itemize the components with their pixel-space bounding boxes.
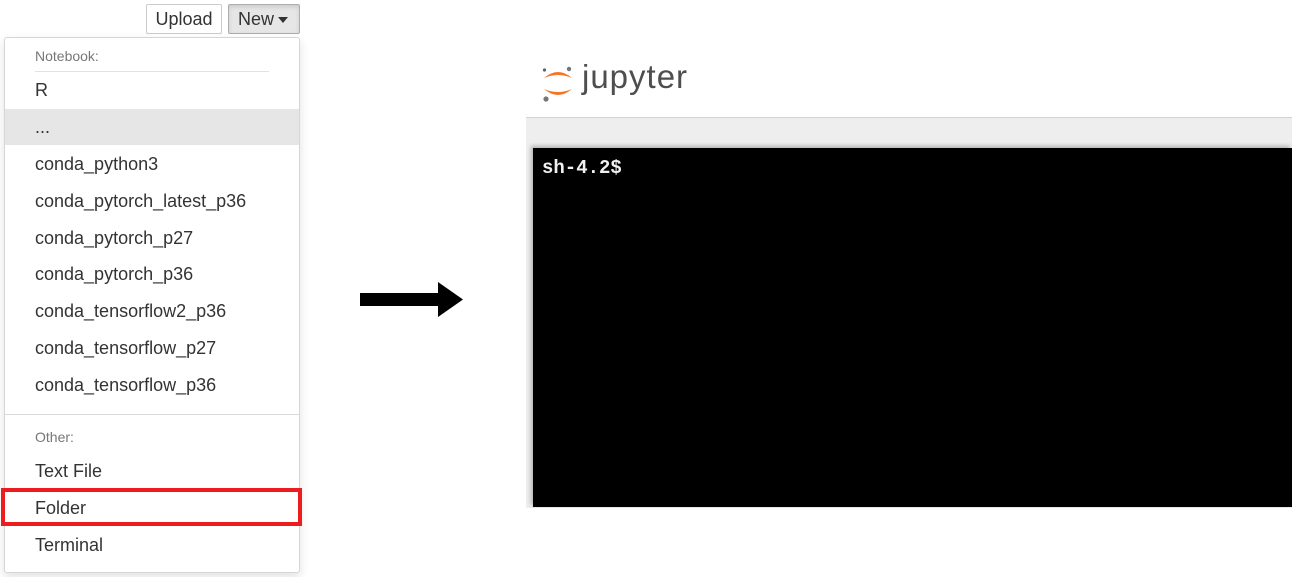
notebook-header-divider <box>35 71 269 72</box>
other-section-header: Other: <box>35 429 74 445</box>
menu-item-conda-tensorflow2-p36[interactable]: conda_tensorflow2_p36 <box>35 301 227 321</box>
upload-button[interactable]: Upload <box>146 4 222 34</box>
menu-item-conda-python3[interactable]: conda_python3 <box>35 154 159 174</box>
terminal-window[interactable]: sh-4.2$ <box>533 148 1292 507</box>
caret-down-icon <box>278 17 289 23</box>
menu-item-r[interactable]: R <box>35 80 48 100</box>
menu-item-conda-tensorflow-p36[interactable]: conda_tensorflow_p36 <box>35 375 217 395</box>
menu-item-ellipsis[interactable]: ... <box>5 109 299 145</box>
new-dropdown-menu: Notebook: R ... conda_python3 conda_pyto… <box>4 37 300 573</box>
menu-item-folder[interactable]: Folder <box>35 498 87 518</box>
new-button-label: New <box>238 9 275 29</box>
right-arrow-icon <box>360 282 463 317</box>
menu-item-conda-pytorch-latest-p36[interactable]: conda_pytorch_latest_p36 <box>35 191 247 211</box>
menu-divider <box>5 414 299 415</box>
jupyter-wordmark: jupyter <box>582 58 689 95</box>
menu-item-conda-pytorch-p36[interactable]: conda_pytorch_p36 <box>35 264 194 284</box>
menu-item-text-file[interactable]: Text File <box>35 461 103 481</box>
notebook-section-header: Notebook: <box>35 48 99 64</box>
menu-item-conda-tensorflow-p27[interactable]: conda_tensorflow_p27 <box>35 338 217 358</box>
jupyter-logo-icon <box>542 66 572 102</box>
terminal-prompt: sh-4.2$ <box>542 157 622 179</box>
new-button[interactable]: New <box>228 4 300 34</box>
terminal-highlight-box <box>1 488 302 526</box>
menu-item-terminal[interactable]: Terminal <box>35 535 104 555</box>
menu-item-conda-pytorch-p27[interactable]: conda_pytorch_p27 <box>35 228 194 248</box>
